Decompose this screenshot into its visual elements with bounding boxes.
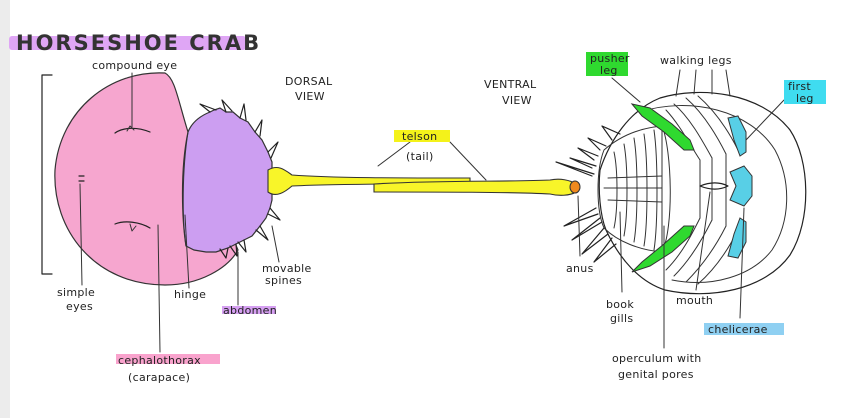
chelicerae-leader bbox=[739, 207, 745, 319]
anus-dot bbox=[569, 180, 581, 194]
diagram-title: HORSESHOE CRAB bbox=[16, 31, 261, 55]
dorsal-view-heading-line2: VIEW bbox=[295, 90, 325, 103]
compound-eye-upper bbox=[114, 127, 151, 134]
telson-sub-label: (tail) bbox=[406, 150, 434, 163]
operculum-label-line2: genital pores bbox=[618, 368, 694, 381]
anus-leader bbox=[577, 195, 581, 257]
pusher-leg-label-highlight bbox=[586, 52, 628, 76]
first-leg-lower bbox=[727, 217, 747, 259]
simple-eyes-marks bbox=[78, 175, 85, 182]
simple-eyes-label-line1: simple bbox=[57, 286, 95, 299]
book-gills-label-line2: gills bbox=[610, 312, 633, 325]
walking-legs-label: walking legs bbox=[660, 54, 732, 67]
dorsal-spines bbox=[199, 99, 281, 259]
telson-label: telson bbox=[402, 130, 437, 143]
ventral-carapace-outline bbox=[598, 91, 807, 295]
first-leg-label-line2: leg bbox=[796, 92, 814, 105]
telson-leader-right bbox=[449, 141, 487, 181]
book-gills-label-line1: book bbox=[606, 298, 634, 311]
ventral-view-heading-line1: VENTRAL bbox=[484, 78, 537, 91]
pusher-leg-label-line2: leg bbox=[600, 64, 618, 77]
title-highlight bbox=[9, 36, 246, 50]
movable-spines-label-line2: spines bbox=[265, 274, 302, 287]
cephalothorax-leader bbox=[157, 224, 161, 353]
movable-spines-leader bbox=[271, 225, 280, 263]
chelicerae-shape bbox=[729, 165, 753, 207]
simple-eyes-label-line2: eyes bbox=[66, 300, 93, 313]
cephalothorax-label: cephalothorax bbox=[118, 354, 201, 367]
first-leg-label-highlight bbox=[784, 80, 826, 104]
pusher-leg-label-line1: pusher bbox=[590, 52, 630, 65]
compound-eye-lower bbox=[114, 221, 151, 229]
telson-leader-left bbox=[377, 141, 411, 167]
pusher-leg-lower bbox=[631, 225, 695, 273]
telson-label-highlight bbox=[394, 130, 450, 142]
page-edge-shadow bbox=[0, 0, 10, 418]
walking-legs-leader-4 bbox=[725, 69, 731, 97]
operculum-plate bbox=[661, 125, 671, 253]
compound-eye-upper-detail bbox=[126, 125, 135, 132]
hinge-leader bbox=[184, 214, 190, 289]
compound-eye-label: compound eye bbox=[92, 59, 177, 72]
first-leg-leader bbox=[745, 99, 785, 141]
walking-legs-leader-1 bbox=[675, 69, 681, 97]
carapace-label: (carapace) bbox=[128, 371, 190, 384]
length-bracket bbox=[41, 74, 53, 275]
abdomen-shape bbox=[181, 107, 273, 253]
book-gills-leader bbox=[619, 211, 623, 293]
simple-eyes-leader bbox=[79, 183, 83, 286]
ventral-view-heading-line2: VIEW bbox=[502, 94, 532, 107]
dorsal-view-heading-line1: DORSAL bbox=[285, 75, 333, 88]
walking-legs bbox=[665, 95, 739, 285]
ventral-abdomen-spines bbox=[555, 125, 621, 263]
chelicerae-label-highlight bbox=[704, 323, 784, 335]
cephalothorax-label-highlight bbox=[116, 354, 220, 364]
ventral-abdomen-outline bbox=[597, 125, 663, 253]
abdomen-label-highlight bbox=[222, 306, 276, 314]
walking-legs-leader-2 bbox=[693, 69, 697, 95]
pusher-leg-upper bbox=[630, 103, 695, 151]
book-gills-plates bbox=[603, 129, 663, 251]
chelicerae-label: chelicerae bbox=[708, 323, 768, 336]
first-leg-upper bbox=[727, 115, 747, 157]
ventral-inner-margin bbox=[639, 105, 788, 283]
hinge-label: hinge bbox=[174, 288, 206, 301]
movable-spines-label-line1: movable bbox=[262, 262, 312, 275]
hinge-line bbox=[182, 131, 189, 247]
operculum-label-line1: operculum with bbox=[612, 352, 702, 365]
abdomen-label: abdomen bbox=[223, 304, 277, 317]
pusher-leg-leader bbox=[611, 77, 641, 103]
mouth-mark bbox=[699, 182, 729, 190]
anus-label: anus bbox=[566, 262, 594, 275]
mouth-label: mouth bbox=[676, 294, 713, 307]
compound-eye-lower-detail bbox=[129, 223, 137, 232]
first-leg-label-line1: first bbox=[788, 80, 811, 93]
mouth-leader bbox=[695, 191, 711, 291]
